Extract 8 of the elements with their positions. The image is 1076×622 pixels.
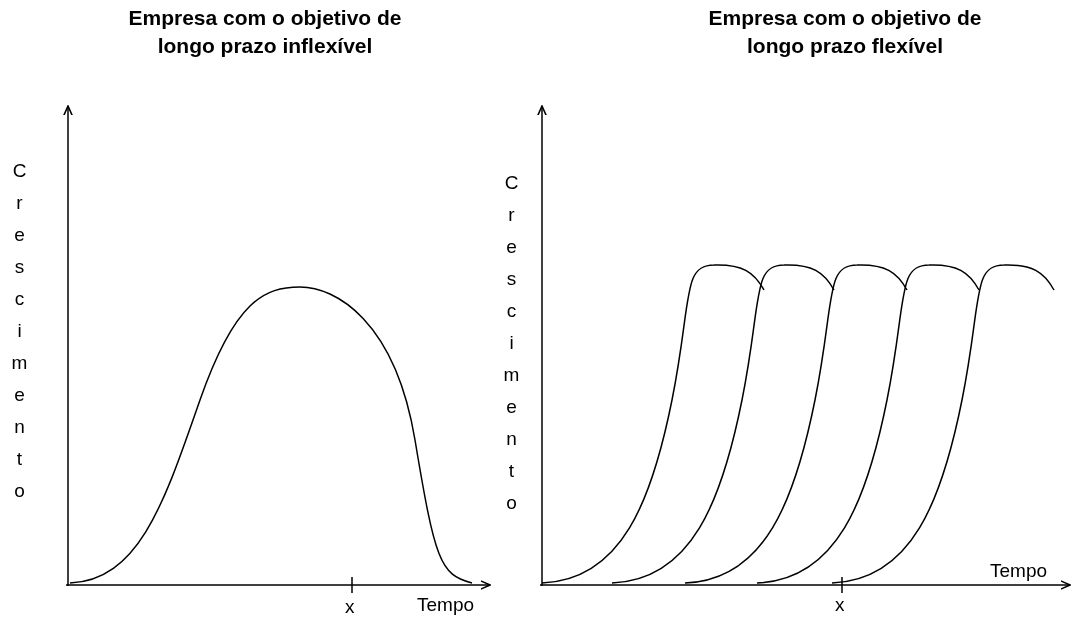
axis-label: Tempo bbox=[417, 594, 475, 616]
tick-label: x bbox=[345, 596, 355, 618]
axis-label: Tempo bbox=[990, 560, 1048, 582]
axis-label: Crescimento bbox=[8, 160, 30, 512]
tick-label: x bbox=[835, 594, 845, 616]
chart-title: Empresa com o objetivo de longo prazo flexível bbox=[707, 5, 983, 59]
chart-title: Empresa com o objetivo de longo prazo inflexível bbox=[127, 5, 403, 59]
axis-label: Crescimento bbox=[500, 172, 522, 524]
